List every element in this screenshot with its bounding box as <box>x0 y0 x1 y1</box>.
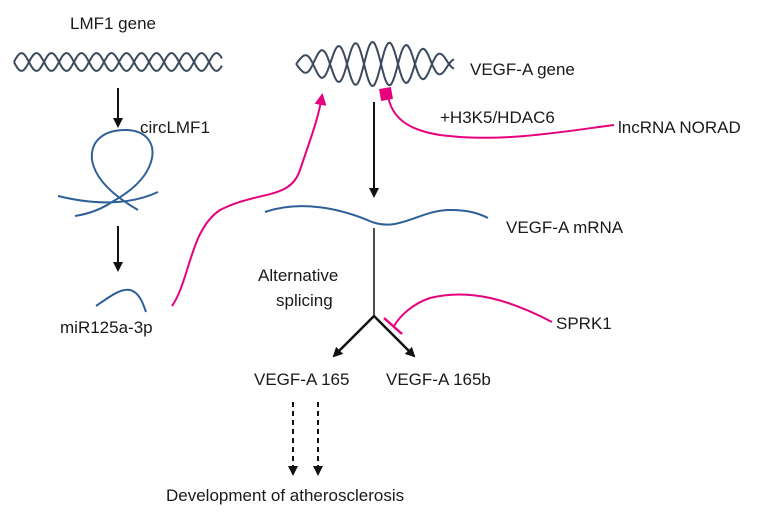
lncrna-square-end <box>379 87 393 101</box>
vegfa-gene-helix <box>295 40 455 88</box>
label-circlmf1: circLMF1 <box>140 118 210 137</box>
label-alternative: Alternative <box>258 266 339 285</box>
mir-arc <box>95 288 147 313</box>
label-h3k5-hdac6: +H3K5/HDAC6 <box>440 108 555 127</box>
label-development: Development of atherosclerosis <box>166 486 405 505</box>
label-lncrna-norad: lncRNA NORAD <box>618 118 741 137</box>
circlmf1-loop <box>57 128 159 217</box>
sprk1-inhibition <box>393 293 553 327</box>
vegfa-mrna-wave <box>264 205 489 226</box>
sprk1-inhibition-bar <box>383 317 403 335</box>
arrow-mir-to-vegfa <box>171 93 327 307</box>
label-vegfa-165b: VEGF-A 165b <box>386 370 491 389</box>
label-splicing: splicing <box>276 291 333 310</box>
lmf1-gene-helix <box>13 51 223 73</box>
label-lmf1-gene: LMF1 gene <box>70 14 156 33</box>
arrow-to-vegfa-165 <box>332 315 375 358</box>
arrow-to-vegfa-165b <box>373 315 416 358</box>
lncrna-link <box>387 95 615 139</box>
label-vegfa-165: VEGF-A 165 <box>254 370 350 389</box>
label-mir125a-3p: miR125a-3p <box>60 318 153 337</box>
label-sprk1: SPRK1 <box>556 314 612 333</box>
label-vegfa-gene: VEGF-A gene <box>470 60 575 79</box>
label-vegfa-mrna: VEGF-A mRNA <box>506 218 624 237</box>
